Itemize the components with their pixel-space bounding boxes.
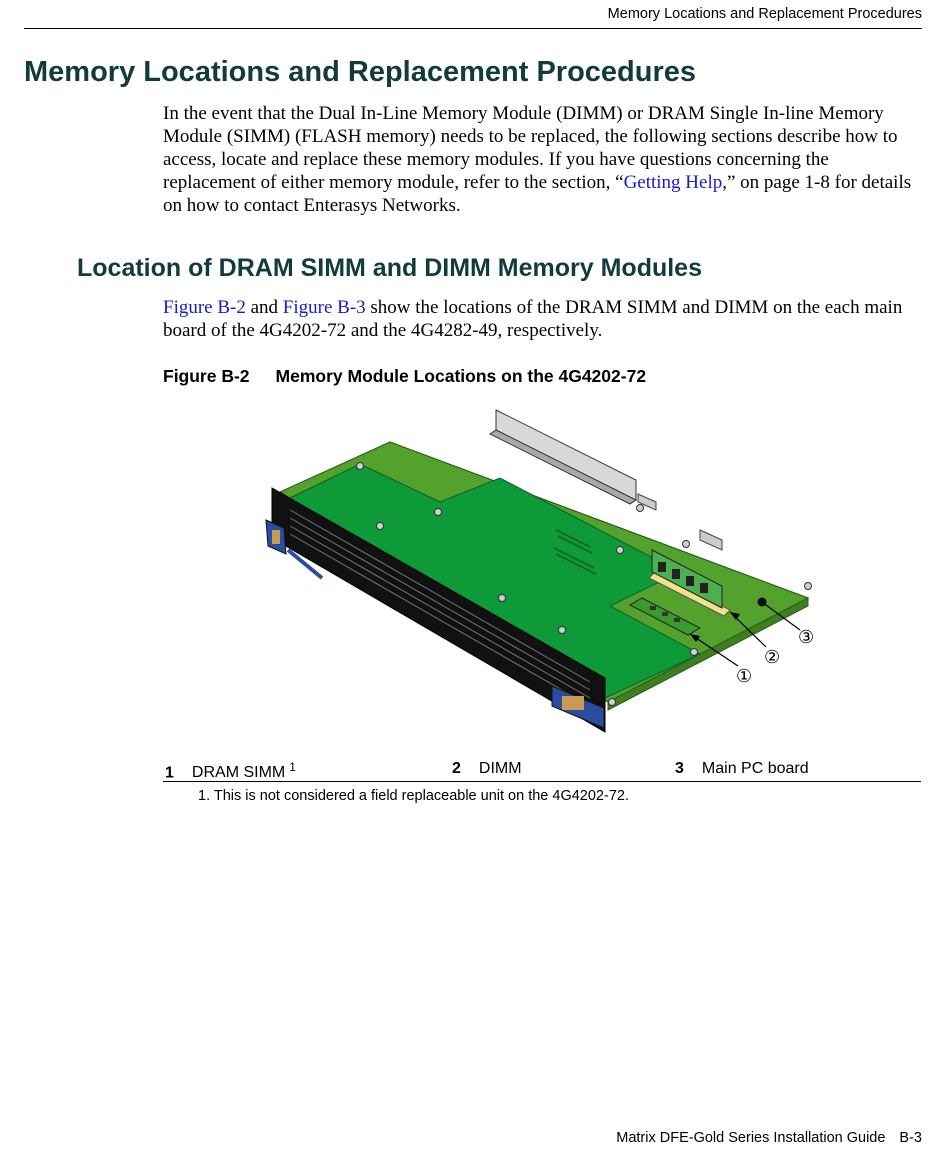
dram-simm	[628, 597, 702, 636]
figure-caption: Figure B-2 Memory Module Locations on the…	[163, 366, 646, 387]
board-illustration: ① ② ③	[265, 409, 814, 733]
page-title: Memory Locations and Replacement Procedu…	[24, 56, 697, 88]
running-header: Memory Locations and Replacement Procedu…	[24, 6, 922, 29]
guide-title: Matrix DFE-Gold Series Installation Guid…	[616, 1130, 886, 1146]
intro-paragraph: In the event that the Dual In-Line Memor…	[163, 102, 923, 217]
legend-label: Main PC board	[701, 760, 809, 777]
legend-item-2: 2 DIMM	[452, 760, 522, 778]
section-heading: Location of DRAM SIMM and DIMM Memory Mo…	[77, 254, 702, 282]
footnote: 1. This is not considered a field replac…	[198, 788, 629, 804]
figure-number: Figure B-2	[163, 366, 250, 386]
legend-num: 1	[165, 764, 174, 782]
front-faceplate	[271, 487, 606, 733]
footnote-mark: 1	[289, 760, 296, 774]
callout-2: ②	[764, 647, 780, 668]
and-text: and	[245, 297, 283, 318]
location-text: show the locations of the DRAM SIMM and …	[163, 297, 903, 341]
legend-label: DRAM SIMM	[191, 764, 286, 782]
port-rows	[289, 509, 591, 707]
figure-b2-link[interactable]: Figure B-2	[163, 297, 246, 318]
legend-num: 2	[452, 760, 461, 777]
vent-slots	[553, 529, 597, 575]
legend-num: 3	[675, 760, 684, 777]
callout-3: ③	[798, 627, 814, 648]
figure-title: Memory Module Locations on the 4G4202-72	[275, 366, 647, 386]
board-screws	[356, 462, 812, 706]
legend-label: DIMM	[478, 760, 522, 777]
callout-1: ①	[736, 666, 752, 687]
page-number: B-3	[899, 1130, 922, 1146]
running-footer: Matrix DFE-Gold Series Installation Guid…	[24, 1130, 922, 1146]
intro-text-1: In the event that the Dual In-Line Memor…	[163, 103, 898, 193]
figure-b3-link[interactable]: Figure B-3	[282, 297, 366, 318]
legend-item-3: 3 Main PC board	[675, 760, 809, 778]
intro-text-2: ,” on page 1-8 for details on how to con…	[163, 172, 912, 216]
location-paragraph: Figure B-2 and Figure B-3 show the locat…	[163, 296, 923, 342]
getting-help-link[interactable]: Getting Help	[623, 172, 723, 193]
